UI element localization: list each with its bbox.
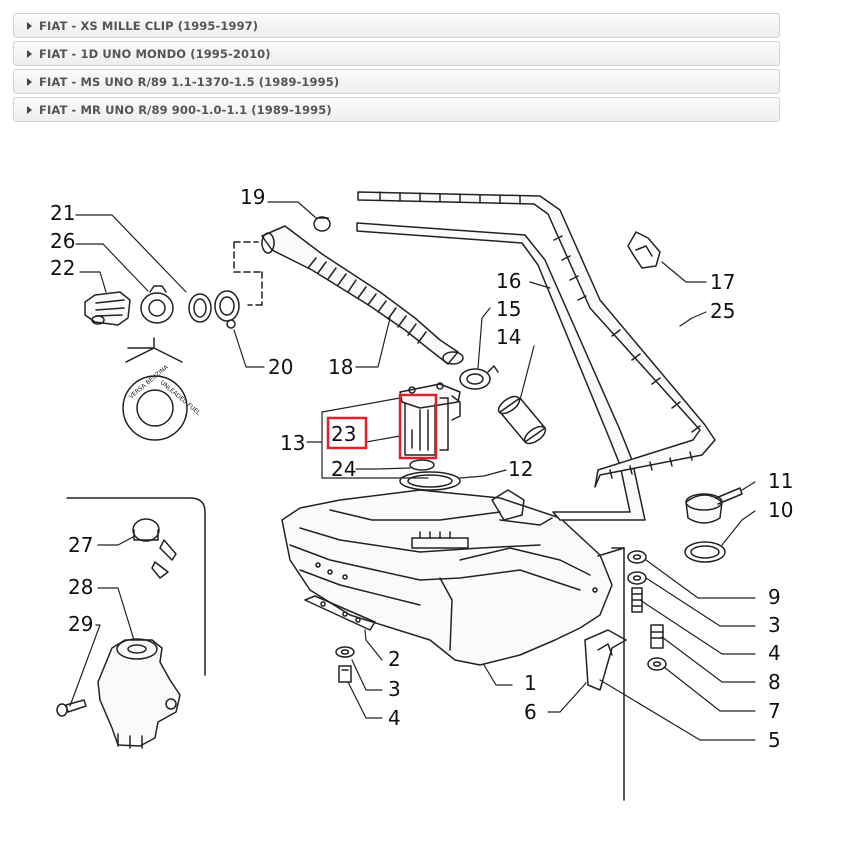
- callout-10: 10: [768, 498, 793, 522]
- callout-numbers: 21 26 22 19 20 18 16 15 14 17 25 13 23 2…: [50, 185, 793, 752]
- caret-right-icon: [27, 49, 32, 58]
- callout-20: 20: [268, 355, 293, 379]
- accordion-item-ms-uno[interactable]: FIAT - MS UNO R/89 1.1-1370-1.5 (1989-19…: [13, 69, 780, 94]
- caret-right-icon: [27, 77, 32, 86]
- callout-3-right: 3: [768, 613, 781, 637]
- accordion-item-label: FIAT - XS MILLE CLIP (1995-1997): [39, 18, 259, 33]
- cap-lettering: VERSA BENZINA UNLEADED FUEL: [128, 363, 202, 417]
- svg-text:UNLEADED FUEL: UNLEADED FUEL: [159, 379, 202, 417]
- highlight-box-label-23: [326, 416, 368, 450]
- callout-4-right: 4: [768, 641, 781, 665]
- callout-1: 1: [524, 671, 537, 695]
- cap-detail-view: [122, 375, 188, 441]
- callout-16: 16: [496, 269, 521, 293]
- callout-22: 22: [50, 256, 75, 280]
- pump-gasket[interactable]: [409, 459, 435, 471]
- clamp-20[interactable]: [214, 290, 240, 329]
- detail-pointer: [125, 337, 183, 363]
- accordion-item-label: FIAT - MS UNO R/89 1.1-1370-1.5 (1989-19…: [39, 74, 340, 89]
- filler-seal-ring[interactable]: [684, 541, 726, 563]
- callout-19: 19: [240, 185, 265, 209]
- hose-clamp-19[interactable]: [313, 216, 331, 232]
- callout-2: 2: [388, 647, 401, 671]
- filler-neck-hose[interactable]: [261, 225, 464, 365]
- accordion-item-xs-mille-clip[interactable]: FIAT - XS MILLE CLIP (1995-1997): [13, 13, 780, 38]
- highlight-box-part-23: [398, 393, 438, 460]
- callout-21: 21: [50, 201, 75, 225]
- vehicle-model-accordion: FIAT - XS MILLE CLIP (1995-1997) FIAT - …: [13, 13, 780, 125]
- callout-7: 7: [768, 699, 781, 723]
- sender-lock-ring[interactable]: [399, 471, 461, 491]
- callout-27: 27: [68, 533, 93, 557]
- callout-29: 29: [68, 612, 93, 636]
- breather-pipe[interactable]: [356, 222, 646, 521]
- callout-12: 12: [508, 457, 533, 481]
- callout-3-left: 3: [388, 677, 401, 701]
- callout-5: 5: [768, 728, 781, 752]
- tank-bracket[interactable]: [584, 629, 627, 691]
- caret-right-icon: [27, 105, 32, 114]
- callout-9: 9: [768, 585, 781, 609]
- accordion-item-uno-mondo[interactable]: FIAT - 1D UNO MONDO (1995-2010): [13, 41, 780, 66]
- callout-25: 25: [710, 299, 735, 323]
- washer-and-bolt-left[interactable]: [335, 646, 355, 683]
- callout-14: 14: [496, 325, 521, 349]
- callout-23: 23: [331, 422, 356, 446]
- caret-right-icon: [27, 21, 32, 30]
- filler-body-26[interactable]: [140, 285, 174, 324]
- callout-18: 18: [328, 355, 353, 379]
- hose-sleeve[interactable]: [496, 393, 549, 447]
- assembly-dashed-guide: [233, 241, 263, 306]
- ignition-lock-28[interactable]: [97, 638, 181, 749]
- callout-11: 11: [768, 469, 793, 493]
- filler-cap-11[interactable]: [685, 487, 743, 524]
- pipe-clip[interactable]: [627, 231, 661, 269]
- callout-28: 28: [68, 575, 93, 599]
- callout-17: 17: [710, 270, 735, 294]
- callout-4-left: 4: [388, 706, 401, 730]
- callout-6: 6: [524, 700, 537, 724]
- vent-corrugated-hose[interactable]: [357, 191, 716, 488]
- filler-lock-27[interactable]: [132, 518, 177, 579]
- callout-13: 13: [280, 431, 305, 455]
- lock-section-border: [66, 497, 206, 676]
- callout-24: 24: [331, 457, 356, 481]
- filler-cap-22[interactable]: [84, 291, 131, 326]
- hose-clamp-15[interactable]: [459, 365, 499, 390]
- callout-8: 8: [768, 670, 781, 694]
- accordion-item-label: FIAT - MR UNO R/89 900-1.0-1.1 (1989-199…: [39, 102, 332, 117]
- leader-lines: [69, 201, 756, 741]
- accordion-item-label: FIAT - 1D UNO MONDO (1995-2010): [39, 46, 271, 61]
- callout-15: 15: [496, 297, 521, 321]
- callout-26: 26: [50, 229, 75, 253]
- washers-and-screws-right[interactable]: [597, 547, 667, 801]
- screw-29[interactable]: [56, 699, 87, 717]
- seal-ring-21[interactable]: [188, 293, 212, 323]
- tank-support-strap[interactable]: [304, 595, 376, 631]
- accordion-item-mr-uno[interactable]: FIAT - MR UNO R/89 900-1.0-1.1 (1989-199…: [13, 97, 780, 122]
